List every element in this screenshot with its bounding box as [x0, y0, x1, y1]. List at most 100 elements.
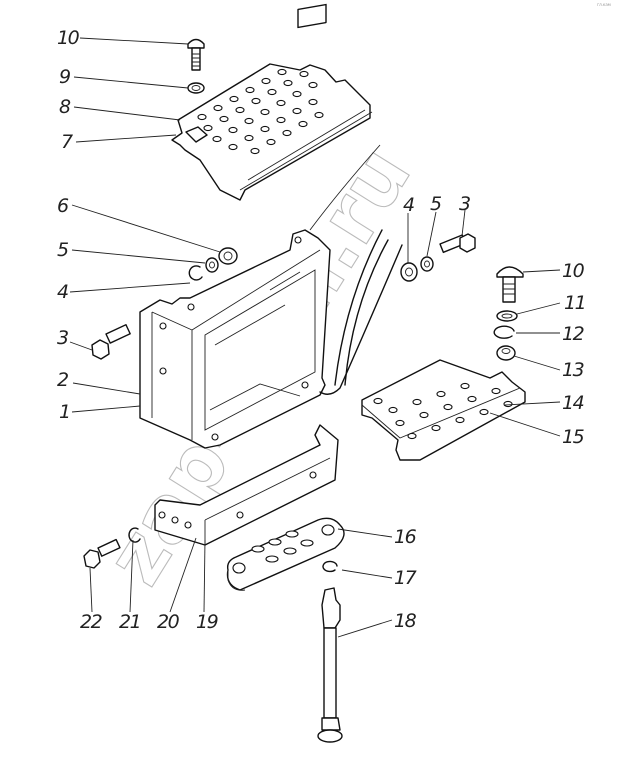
plate-hole [491, 387, 501, 395]
bolt-3-left [91, 324, 131, 360]
plate-hole [267, 88, 277, 96]
label-8: 8 [59, 96, 71, 118]
label-3-right: 3 [459, 193, 470, 215]
label-13: 13 [562, 359, 584, 381]
label-4-right: 4 [403, 194, 414, 216]
plate-hole [260, 125, 270, 133]
spring-washer-21 [128, 527, 141, 543]
nut-13 [496, 345, 516, 361]
plate-hole [228, 143, 238, 151]
lower-step-holes [373, 382, 513, 440]
washer-11 [496, 310, 518, 322]
plate-hole [266, 138, 276, 146]
plate-hole [261, 77, 271, 85]
callout-labels: 10 9 8 7 6 5 4 3 2 1 4 5 3 10 11 12 13 1… [57, 27, 587, 633]
label-5-left: 5 [57, 239, 69, 261]
plate-hole [251, 97, 261, 105]
plate-hole [283, 79, 293, 87]
plate-hole [276, 116, 286, 124]
label-17: 17 [394, 567, 417, 589]
plate-hole [203, 124, 213, 132]
plate-hole [229, 95, 239, 103]
top-plate-holes [197, 68, 324, 155]
label-14: 14 [562, 392, 584, 414]
plate-hole [308, 98, 318, 106]
plate-hole [314, 111, 324, 119]
label-10-top: 10 [57, 27, 80, 49]
nut-4-right [400, 262, 418, 282]
spring-washer-12 [493, 325, 515, 339]
plate-hole [431, 424, 441, 432]
label-7: 7 [61, 131, 73, 153]
label-5-right: 5 [430, 193, 442, 215]
label-15: 15 [562, 426, 585, 448]
plate-hole [299, 70, 309, 78]
plate-hole [460, 382, 470, 390]
rod-18 [317, 587, 343, 743]
plate-hole [292, 107, 302, 115]
plate-hole [388, 406, 398, 414]
corner-mark: гл.кам [597, 2, 611, 7]
bolt-10-right [496, 266, 524, 303]
label-3-left: 3 [57, 327, 68, 349]
label-2: 2 [57, 369, 68, 391]
bolt-10-top [187, 38, 205, 71]
step-16 [226, 517, 345, 591]
label-20: 20 [157, 611, 180, 633]
label-19: 19 [196, 611, 218, 633]
spring-washer-4-left [188, 265, 203, 281]
leader-lines [69, 37, 561, 638]
label-21: 21 [119, 611, 140, 633]
washer-5-right [420, 256, 434, 272]
label-4-left: 4 [57, 281, 68, 303]
plate-hole [467, 395, 477, 403]
plate-hole [298, 120, 308, 128]
label-6: 6 [57, 195, 69, 217]
washer-5-left [205, 257, 219, 273]
plate-hole [228, 126, 238, 134]
label-9: 9 [59, 66, 70, 88]
plate-hole [235, 106, 245, 114]
support-19-20 [154, 424, 339, 546]
assembly-line [309, 144, 381, 231]
plate-hole [407, 432, 417, 440]
label-22: 22 [80, 611, 102, 633]
plate-hole [412, 398, 422, 406]
plate-hole [197, 113, 207, 121]
plate-hole [443, 403, 453, 411]
main-bracket-1-2 [139, 229, 331, 449]
plate-hole [219, 115, 229, 123]
plate-hole [292, 90, 302, 98]
label-18: 18 [394, 610, 417, 632]
label-10-right: 10 [562, 260, 585, 282]
bolt-22 [83, 538, 121, 569]
plate-hole [503, 400, 513, 408]
plate-hole [212, 135, 222, 143]
washer-9 [187, 82, 205, 94]
plate-hole [373, 397, 383, 405]
top-step-plate-7-8 [171, 3, 373, 201]
label-12: 12 [562, 323, 584, 345]
lower-step-14-15 [361, 359, 526, 461]
hose-line [334, 229, 383, 386]
plate-hole [260, 108, 270, 116]
plate-hole [245, 86, 255, 94]
plate-hole [244, 134, 254, 142]
plate-hole [455, 416, 465, 424]
plate-hole [244, 117, 254, 125]
plate-hole [250, 147, 260, 155]
nut-6 [218, 247, 238, 265]
plate-hole [282, 129, 292, 137]
bolt-3-right [439, 233, 476, 254]
plate-hole [436, 390, 446, 398]
plate-hole [277, 68, 287, 76]
plate-hole [308, 81, 318, 89]
plate-hole [276, 99, 286, 107]
label-11: 11 [564, 292, 585, 314]
lock-ring-17 [322, 560, 338, 573]
label-1: 1 [59, 401, 70, 423]
plate-hole [479, 408, 489, 416]
label-16: 16 [394, 526, 417, 548]
